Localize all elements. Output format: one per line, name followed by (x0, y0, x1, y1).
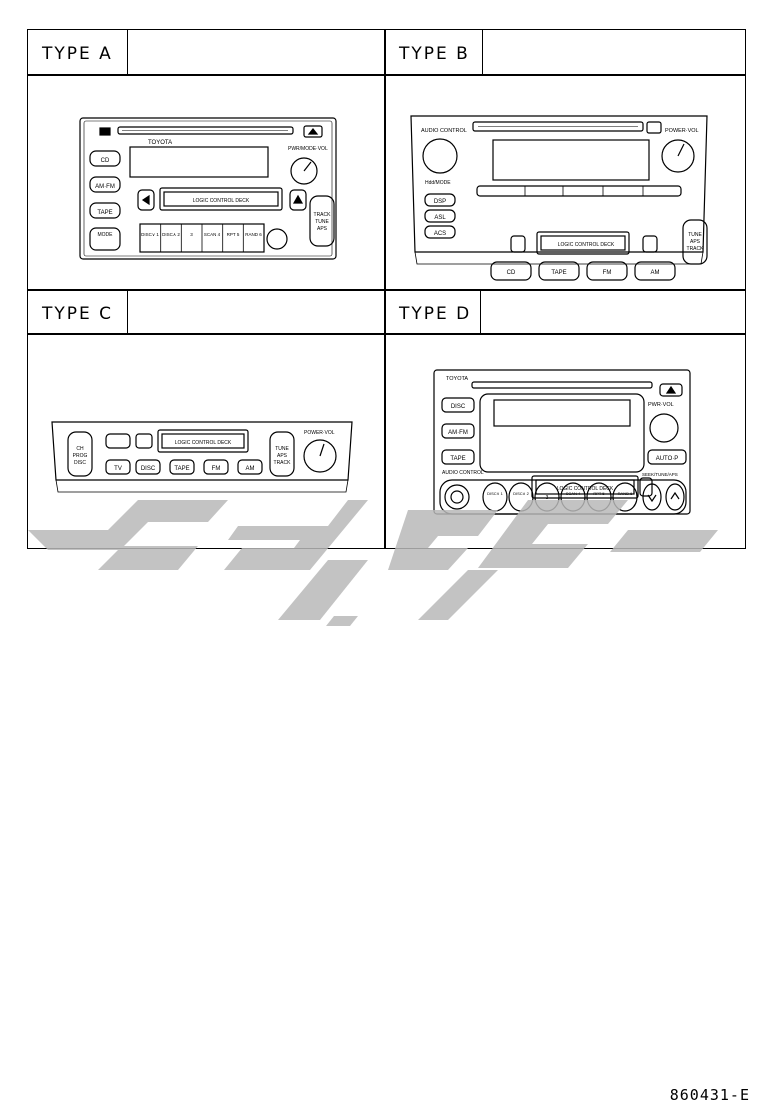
type-a-btn-mode: MODE (98, 232, 114, 238)
type-b-seek-2: APS (690, 239, 701, 245)
type-c-left-2: PROG (73, 453, 88, 459)
type-d-preset-3: 3 (546, 495, 549, 501)
type-a-deck-label: LOGIC CONTROL DECK (193, 198, 250, 204)
type-d-preset-4: SCAN 4 (566, 491, 581, 496)
type-d-right-label: PWR·VOL (648, 402, 674, 408)
type-a-preset-1: DISC∨ 1 (141, 232, 159, 237)
type-b-radio: AUDIO CONTROL POWER·VOL Hdd/MODE DSP ASL… (403, 112, 715, 281)
type-b-btn-asl: ASL (434, 215, 446, 221)
grid-divider-top-header (28, 74, 745, 76)
type-a-knob-label: PWR/MODE·VOL (288, 146, 328, 152)
type-a-seek-2: TUNE (315, 219, 329, 225)
type-c-btn-tape: TAPE (174, 466, 189, 472)
type-c-btn-fm: FM (212, 466, 221, 472)
type-b-btn-tape: TAPE (551, 270, 566, 276)
type-a-label: TYPE A (28, 30, 128, 74)
type-b-left-knob-label: Hdd/MODE (425, 180, 451, 186)
type-d-preset-5: RPT 5 (593, 491, 605, 496)
type-b-btn-cd: CD (507, 270, 516, 276)
type-b-label: TYPE B (385, 30, 483, 74)
type-b-btn-acs: ACS (434, 231, 446, 237)
type-d-btn-tape: TAPE (450, 456, 465, 462)
type-a-preset-4: SCAN 4 (204, 232, 221, 237)
type-a-header: TYPE A (28, 30, 384, 74)
type-a-seek-1: TRACK (314, 212, 332, 218)
type-b-seek-3: TRACK (687, 246, 705, 252)
type-b-header: TYPE B (385, 30, 747, 74)
type-c-left-3: DISC (74, 460, 86, 466)
type-c-left-1: CH (76, 446, 84, 452)
grid-divider-middle (28, 289, 745, 291)
type-b-btn-dsp: DSP (434, 199, 446, 205)
type-a-btn-tape: TAPE (97, 210, 112, 216)
type-c-btn-disc: DISC (141, 466, 156, 472)
type-a-btn-amfm: AM·FM (95, 184, 115, 190)
type-c-btn-tv: TV (114, 466, 122, 472)
type-a-seek-3: APS (317, 226, 328, 232)
type-d-deck-label: LOGIC CONTROL DECK (557, 486, 614, 492)
type-d-preset-6: RAND 6 (618, 491, 633, 496)
type-c-label: TYPE C (28, 290, 128, 334)
type-b-right-label: POWER·VOL (665, 128, 699, 134)
type-b-deck-label: LOGIC CONTROL DECK (558, 242, 615, 248)
type-c-knob-label: POWER·VOL (304, 430, 335, 436)
type-a-preset-5: RPT 5 (227, 232, 240, 237)
type-a-preset-6: RAND 6 (245, 232, 262, 237)
type-a-preset-2: DISC∧ 2 (162, 232, 180, 237)
type-c-btn-am: AM (246, 466, 255, 472)
type-d-seek-label: SEEK/TUNE/APS (642, 472, 678, 477)
type-d-label: TYPE D (385, 290, 481, 334)
type-d-preset-2: DISC∧ 2 (513, 491, 530, 496)
type-c-deck-label: LOGIC CONTROL DECK (175, 440, 232, 446)
type-d-brand: TOYOTA (446, 376, 468, 382)
figure-code: 860431-E (669, 1086, 750, 1104)
type-d-audio-label: AUDIO CONTROL (442, 470, 484, 476)
type-c-right-3: TRACK (274, 460, 292, 466)
type-c-header: TYPE C (28, 290, 384, 334)
type-grid: TYPE A TYPE B TYPE C TYPE D TOYOTA PWR/M… (27, 29, 746, 549)
type-d-btn-amfm: AM·FM (448, 430, 468, 436)
type-a-brand: TOYOTA (148, 140, 172, 146)
type-d-btn-auto: AUTO·P (656, 456, 679, 462)
grid-divider-bottom-header (28, 333, 745, 335)
type-a-btn-cd: CD (101, 158, 110, 164)
type-b-btn-am: AM (651, 270, 660, 276)
type-d-header: TYPE D (385, 290, 747, 334)
type-b-left-label: AUDIO CONTROL (421, 128, 467, 134)
type-d-btn-disc: DISC (451, 404, 466, 410)
type-b-btn-fm: FM (603, 270, 612, 276)
type-a-preset-3: 3 (190, 232, 193, 237)
type-c-radio: CH PROG DISC LOGIC CONTROL DECK TUNE APS… (48, 418, 358, 498)
type-c-right-1: TUNE (275, 446, 289, 452)
type-c-right-2: APS (277, 453, 288, 459)
watermark-logo (28, 500, 718, 626)
type-b-seek-1: TUNE (688, 232, 702, 238)
type-a-radio: TOYOTA PWR/MODE·VOL CD AM·FM TAPE MODE L… (78, 116, 338, 261)
type-d-preset-1: DISC∨ 1 (487, 491, 504, 496)
